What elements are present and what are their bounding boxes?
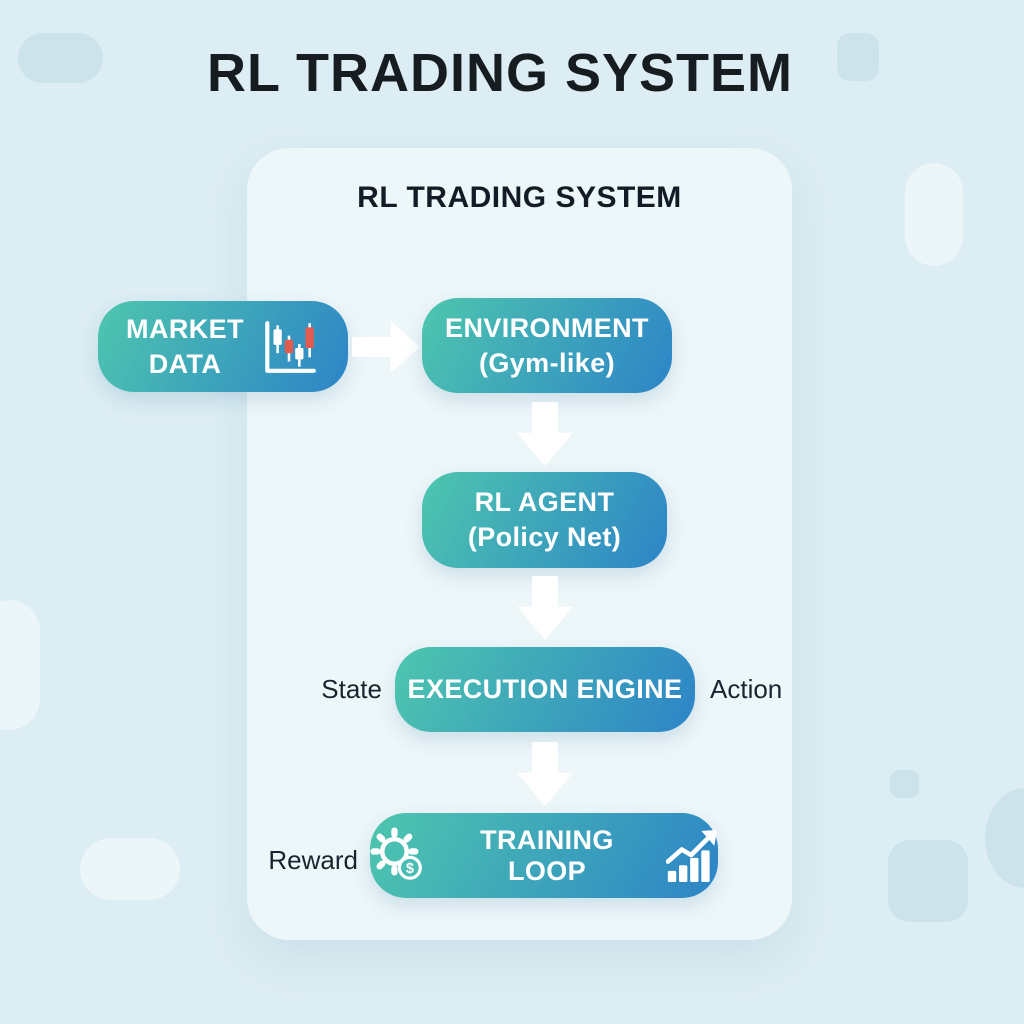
background-blob [905,163,963,266]
panel-title: RL TRADING SYSTEM [357,181,682,214]
background-blob [80,838,180,900]
candlestick-chart-icon [265,320,316,373]
background-blob [890,770,919,798]
background-blob [888,840,968,922]
market-data-line2: DATA [148,348,222,379]
environment-line2: (Gym-like) [478,347,616,378]
environment-line1: ENVIRONMENT [445,312,649,343]
growth-chart-icon [666,829,718,882]
diagram-panel: RL TRADING SYSTEM [247,148,792,940]
node-market-data: MARKET DATA [98,301,348,392]
rl-agent-line2: (Policy Net) [467,522,622,552]
page-title: RL TRADING SYSTEM [206,43,794,103]
edge-label-action: Action [710,674,783,704]
node-training-loop: $ TRAINING LOOP [370,813,718,898]
node-execution-engine: EXECUTION ENGINE [395,647,695,732]
edge-label-state: State [321,674,382,704]
gear-dollar-icon: $ [370,826,422,880]
background-blob [0,600,40,730]
market-data-line1: MARKET [126,313,244,344]
background-blob [985,788,1024,888]
edge-label-reward: Reward [268,845,358,875]
rl-agent-label: RL AGENT (Policy Net) [468,485,621,554]
rl-agent-line1: RL AGENT [474,487,615,518]
market-data-label: MARKET DATA [126,312,244,381]
execution-engine-label: EXECUTION ENGINE [407,674,683,704]
environment-label: ENVIRONMENT (Gym-like) [445,311,649,380]
dollar-symbol: $ [406,860,414,876]
training-loop-label: TRAINING LOOP [480,824,614,886]
node-environment: ENVIRONMENT (Gym-like) [422,298,672,393]
node-rl-agent: RL AGENT (Policy Net) [422,472,667,568]
